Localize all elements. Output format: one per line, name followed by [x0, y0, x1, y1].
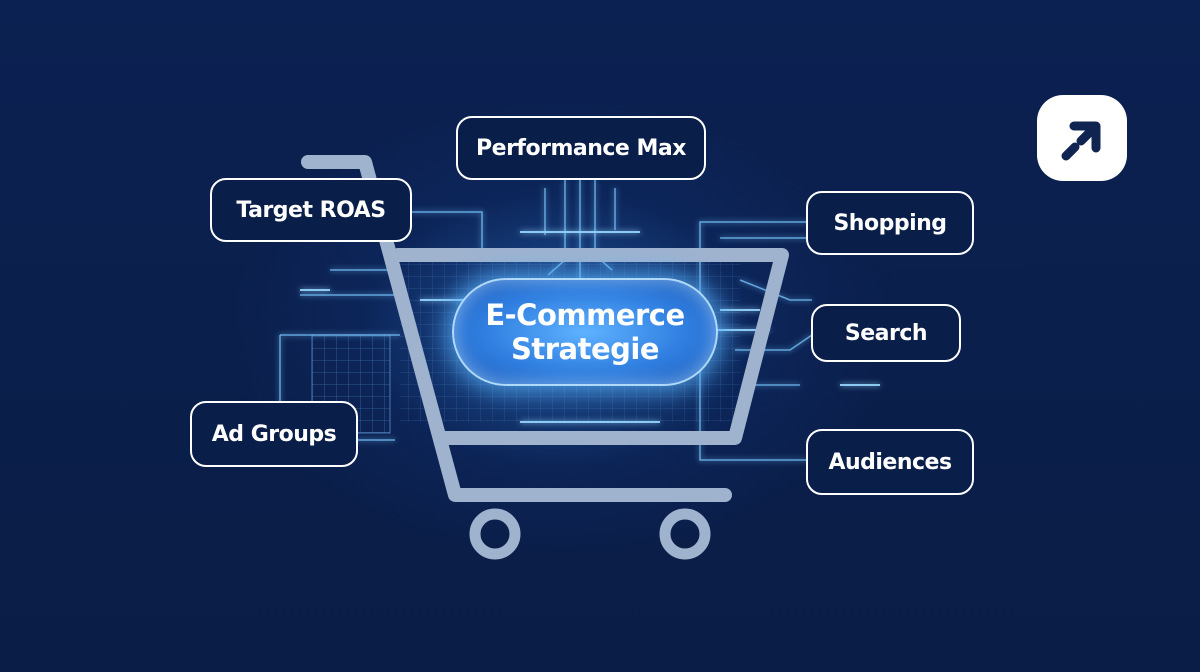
brand-logo [1037, 95, 1127, 181]
cart-wheels [469, 508, 711, 560]
node-ad-groups: Ad Groups [190, 401, 358, 467]
node-target-roas: Target ROAS [210, 178, 412, 242]
circuit-lines [279, 180, 813, 461]
central-topic: E-Commerce Strategie [452, 278, 718, 386]
central-topic-line-2: Strategie [510, 332, 660, 366]
arrow-up-right-icon [1061, 121, 1101, 161]
node-audiences: Audiences [806, 429, 974, 495]
node-performance-max: Performance Max [456, 116, 706, 180]
cart-body [301, 155, 789, 502]
node-shopping: Shopping [806, 191, 974, 255]
central-topic-line-1: E-Commerce [485, 298, 685, 332]
node-search: Search [811, 304, 961, 362]
